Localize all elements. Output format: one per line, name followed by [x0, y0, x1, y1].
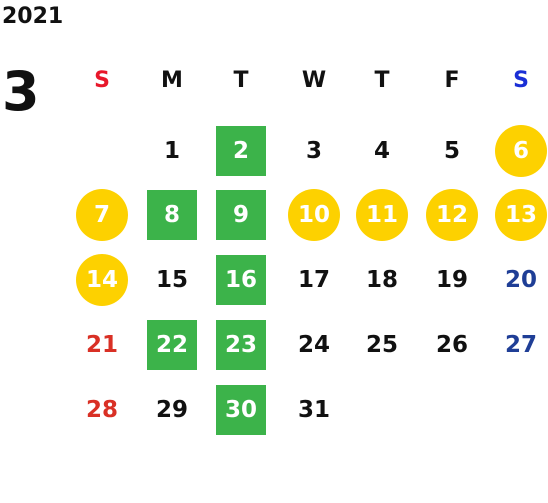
day-cell-31[interactable]: 31: [297, 397, 330, 423]
day-cell-4[interactable]: 4: [373, 138, 390, 164]
day-cell-30[interactable]: 30: [216, 385, 266, 435]
day-cell-29[interactable]: 29: [155, 397, 188, 423]
day-cell-23[interactable]: 23: [216, 320, 266, 370]
day-cell-26[interactable]: 26: [435, 332, 468, 358]
day-cell-3[interactable]: 3: [305, 138, 322, 164]
day-cell-5[interactable]: 5: [443, 138, 460, 164]
weekday-sat: S: [513, 68, 529, 93]
day-cell-14[interactable]: 14: [76, 254, 128, 306]
day-cell-24[interactable]: 24: [297, 332, 330, 358]
weekday-thu: T: [374, 68, 390, 93]
day-cell-1[interactable]: 1: [163, 138, 180, 164]
day-cell-25[interactable]: 25: [365, 332, 398, 358]
day-cell-12[interactable]: 12: [426, 189, 478, 241]
day-cell-9[interactable]: 9: [216, 190, 266, 240]
year-label: 2021: [2, 4, 64, 29]
weekday-tue: T: [233, 68, 249, 93]
day-cell-21[interactable]: 21: [85, 332, 118, 358]
day-cell-8[interactable]: 8: [147, 190, 197, 240]
day-cell-17[interactable]: 17: [297, 267, 330, 293]
day-cell-2[interactable]: 2: [216, 126, 266, 176]
weekday-wed: W: [301, 68, 327, 93]
day-cell-15[interactable]: 15: [155, 267, 188, 293]
day-cell-7[interactable]: 7: [76, 189, 128, 241]
day-cell-19[interactable]: 19: [435, 267, 468, 293]
day-cell-18[interactable]: 18: [365, 267, 398, 293]
day-cell-28[interactable]: 28: [85, 397, 118, 423]
day-cell-16[interactable]: 16: [216, 255, 266, 305]
weekday-fri: F: [444, 68, 460, 93]
weekday-mon: M: [161, 68, 183, 93]
day-cell-27[interactable]: 27: [504, 332, 537, 358]
day-cell-13[interactable]: 13: [495, 189, 547, 241]
day-cell-11[interactable]: 11: [356, 189, 408, 241]
day-cell-6[interactable]: 6: [495, 125, 547, 177]
weekday-sun: S: [94, 68, 110, 93]
day-cell-10[interactable]: 10: [288, 189, 340, 241]
month-number: 3: [2, 60, 40, 123]
day-cell-22[interactable]: 22: [147, 320, 197, 370]
day-cell-20[interactable]: 20: [504, 267, 537, 293]
